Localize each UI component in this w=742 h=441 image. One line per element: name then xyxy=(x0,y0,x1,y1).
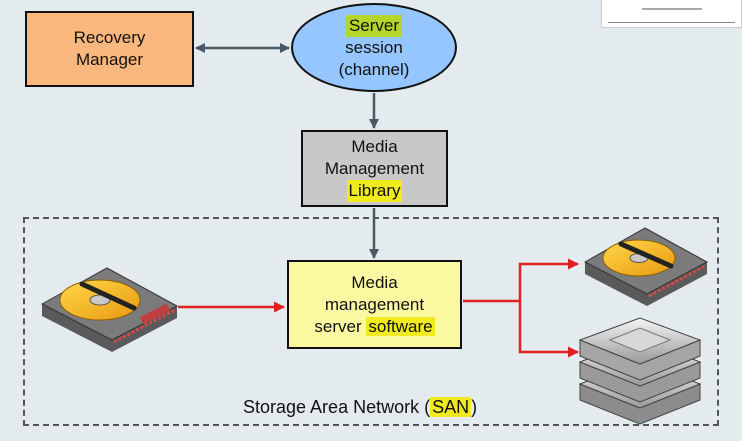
thumbnail-rule xyxy=(608,22,735,23)
media-management-library-node: Media Management Library xyxy=(301,130,448,207)
media-software-line3-highlight: software xyxy=(366,316,435,336)
recovery-manager-node: Recovery Manager xyxy=(25,11,194,87)
thumbnail-text-line xyxy=(642,8,702,10)
san-label: Storage Area Network (SAN) xyxy=(243,397,477,418)
document-thumbnail xyxy=(601,0,742,28)
hard-drive-icon xyxy=(583,227,709,306)
san-label-highlight: SAN xyxy=(430,397,472,417)
edge-software-to-tape xyxy=(518,301,579,358)
media-server-software-node: Media management server software xyxy=(287,260,462,349)
hard-drive-icon xyxy=(40,267,179,352)
media-software-line2: management xyxy=(324,294,425,314)
server-session-line3: (channel) xyxy=(338,59,410,79)
san-label-prefix: Storage Area Network ( xyxy=(243,397,431,417)
media-software-line3: server software xyxy=(314,316,435,338)
tape-library-icon xyxy=(578,317,702,425)
media-library-line2: Management xyxy=(324,158,425,178)
recovery-manager-line2: Manager xyxy=(75,50,144,69)
media-software-line1: Media xyxy=(351,272,398,292)
media-software-line3-plain: server xyxy=(314,316,367,336)
san-label-suffix: ) xyxy=(471,397,478,417)
server-session-node: Server session (channel) xyxy=(291,3,457,92)
media-library-line3: Library xyxy=(346,179,403,202)
server-session-line1: Server xyxy=(345,14,403,37)
edge-software-to-disk xyxy=(518,258,579,301)
media-library-line1: Media xyxy=(351,136,398,156)
san-boundary xyxy=(23,217,719,426)
recovery-manager-line1: Recovery xyxy=(73,28,146,47)
server-session-line2: session xyxy=(345,37,403,57)
